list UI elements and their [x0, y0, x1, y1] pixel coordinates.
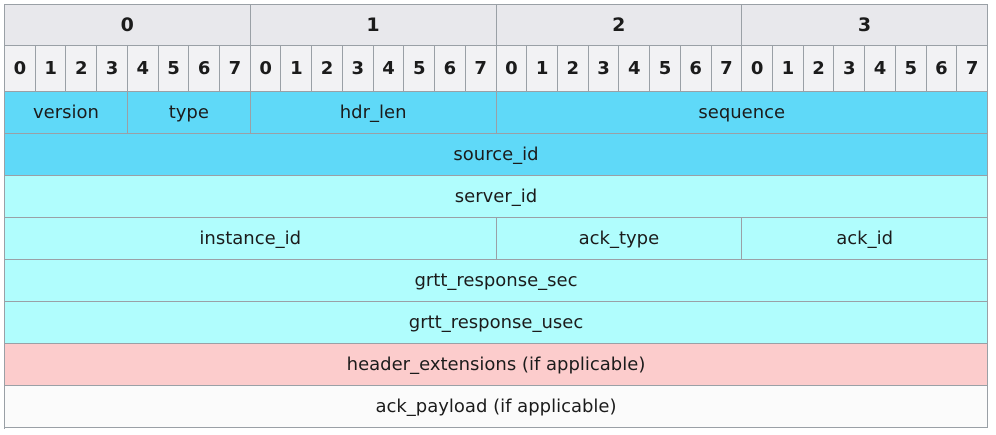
bit-offset-label-15: 7 [465, 46, 497, 92]
bit-offset-label-5: 5 [158, 46, 190, 92]
bit-offset-label-7: 7 [220, 46, 251, 92]
byte-offset-label-0: 0 [5, 5, 251, 46]
packet-field-row-8: ack_payload (if applicable) [5, 386, 988, 428]
packet-field-row-2: source_id [5, 134, 988, 176]
bit-offset-label-16: 0 [496, 46, 528, 92]
bit-offset-label-21: 5 [650, 46, 681, 92]
bit-offset-label-4: 4 [127, 46, 159, 92]
field-ack_id: ack_id [742, 218, 988, 260]
field-source_id: source_id [5, 134, 988, 176]
bit-offset-label-31: 7 [957, 46, 988, 92]
field-instance_id: instance_id [5, 218, 497, 260]
packet-field-row-7: header_extensions (if applicable) [5, 344, 988, 386]
bit-offset-label-29: 5 [895, 46, 927, 92]
field-ack_payload: ack_payload (if applicable) [5, 386, 988, 428]
bit-offset-label-30: 6 [926, 46, 958, 92]
bit-offset-label-28: 4 [865, 46, 896, 92]
bit-offset-label-0: 0 [5, 46, 36, 92]
field-hdr_len: hdr_len [250, 92, 497, 134]
bit-offset-label-25: 1 [772, 46, 804, 92]
field-type: type [127, 92, 251, 134]
bit-offset-label-3: 3 [97, 46, 128, 92]
field-server_id: server_id [5, 176, 988, 218]
byte-offset-label-2: 2 [496, 5, 743, 46]
bit-offset-label-24: 0 [742, 46, 773, 92]
bit-offset-label-27: 3 [834, 46, 866, 92]
packet-field-row-6: grtt_response_usec [5, 302, 988, 344]
bit-offset-label-2: 2 [66, 46, 98, 92]
field-header_extensions: header_extensions (if applicable) [5, 344, 988, 386]
bit-offset-label-22: 6 [680, 46, 712, 92]
bit-offset-label-17: 1 [527, 46, 558, 92]
field-grtt_response_sec: grtt_response_sec [5, 260, 988, 302]
bit-offset-label-12: 4 [373, 46, 405, 92]
field-sequence: sequence [496, 92, 988, 134]
byte-offset-label-3: 3 [742, 5, 988, 46]
bit-offset-label-19: 3 [588, 46, 620, 92]
bit-offset-label-8: 0 [250, 46, 282, 92]
field-version: version [5, 92, 128, 134]
bit-offset-label-10: 2 [312, 46, 343, 92]
bit-offset-label-20: 4 [619, 46, 651, 92]
bit-offset-label-9: 1 [281, 46, 313, 92]
bit-offset-label-13: 5 [404, 46, 436, 92]
bit-offset-label-23: 7 [711, 46, 743, 92]
bit-offset-label-18: 2 [557, 46, 589, 92]
bit-offset-label-1: 1 [35, 46, 67, 92]
byte-offset-label-1: 1 [250, 5, 497, 46]
field-grtt_response_usec: grtt_response_usec [5, 302, 988, 344]
field-ack_type: ack_type [496, 218, 743, 260]
packet-field-row-3: server_id [5, 176, 988, 218]
bit-offset-label-11: 3 [342, 46, 374, 92]
bit-offset-label-6: 6 [189, 46, 221, 92]
bit-offset-label-14: 6 [435, 46, 466, 92]
bit-offset-label-26: 2 [803, 46, 835, 92]
packet-field-row-5: grtt_response_sec [5, 260, 988, 302]
